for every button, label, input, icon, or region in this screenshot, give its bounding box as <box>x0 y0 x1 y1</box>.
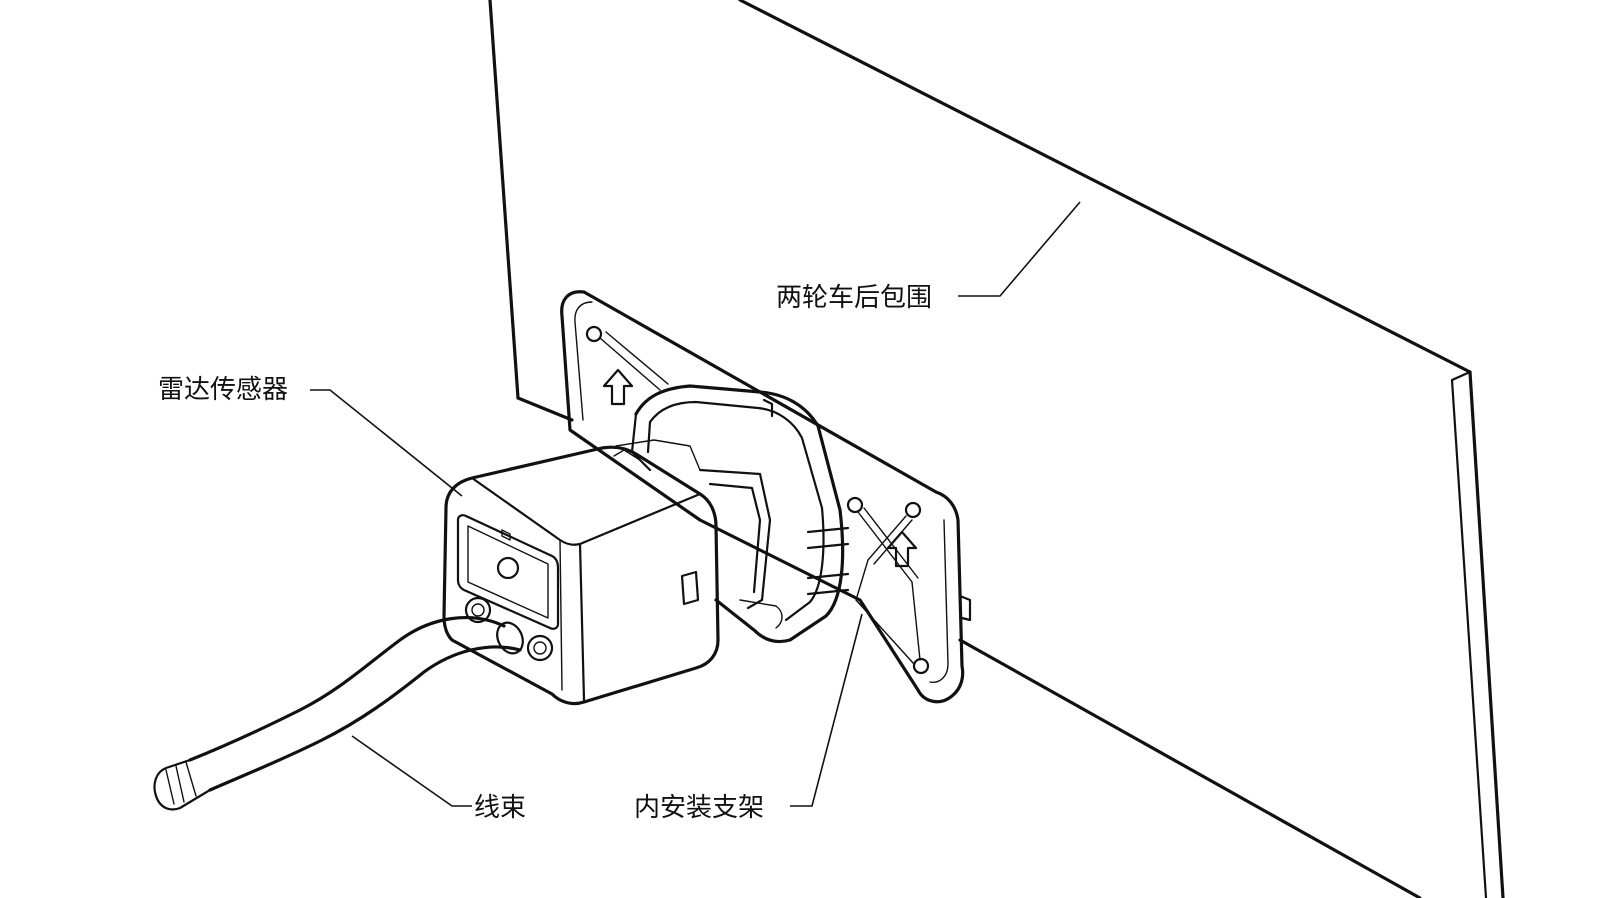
label-radar-sensor: 雷达传感器 <box>158 375 288 405</box>
mount-hole-top-left <box>585 325 603 343</box>
screw-icon <box>526 634 554 662</box>
screw-icon <box>464 596 492 624</box>
label-mount-bracket: 内安装支架 <box>634 793 764 823</box>
label-wire-harness: 线束 <box>474 793 526 823</box>
arrow-up-icon <box>602 368 634 406</box>
mount-bracket <box>560 290 972 704</box>
mount-hole-bottom-right <box>912 657 930 675</box>
arrow-up-icon <box>886 530 918 568</box>
mount-hole-mid-right <box>904 501 922 519</box>
radar-sensor <box>442 445 720 706</box>
leader-lines <box>310 201 1081 807</box>
sensor-lens <box>496 556 520 580</box>
mount-hole-mid-left <box>846 496 864 514</box>
wire-harness <box>153 615 524 811</box>
label-rear-panel: 两轮车后包围 <box>776 283 932 313</box>
rear-panel <box>488 0 1505 898</box>
sensor-cradle <box>615 384 845 644</box>
